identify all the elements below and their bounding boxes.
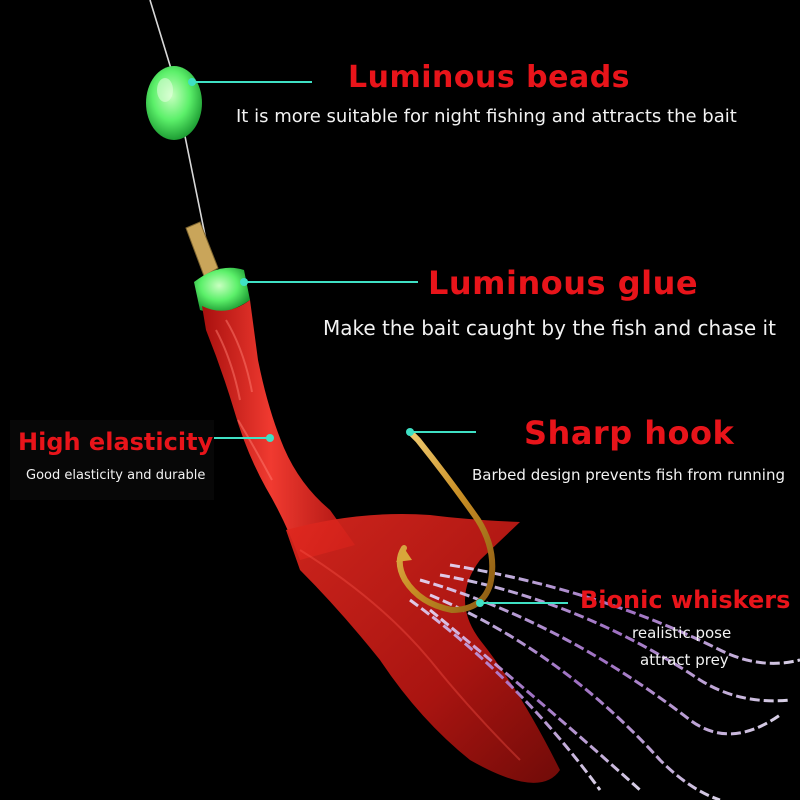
elasticity-label-panel [10,420,214,500]
whiskers-title: Bionic whiskers [580,586,791,614]
whiskers-description-line1: realistic pose [632,624,732,642]
leader-dots [188,78,484,607]
glue-description: Make the bait caught by the fish and cha… [323,316,776,340]
elasticity-description: Good elasticity and durable [26,468,206,483]
leader-lines [192,81,568,604]
beads-title: Luminous beads [348,60,631,95]
luminous-bead [146,66,202,140]
red-skirt [286,514,560,783]
hook-title: Sharp hook [524,414,735,452]
hook-description: Barbed design prevents fish from running [472,466,785,484]
red-rubber-body [202,300,355,560]
elasticity-title: High elasticity [18,428,214,456]
glue-title: Luminous glue [428,264,699,302]
beads-description: It is more suitable for night fishing an… [236,106,737,127]
gold-hook [396,429,496,614]
luminous-glue [194,267,250,313]
whiskers-description-line2: attract prey [640,651,729,669]
metal-tip [185,221,219,277]
